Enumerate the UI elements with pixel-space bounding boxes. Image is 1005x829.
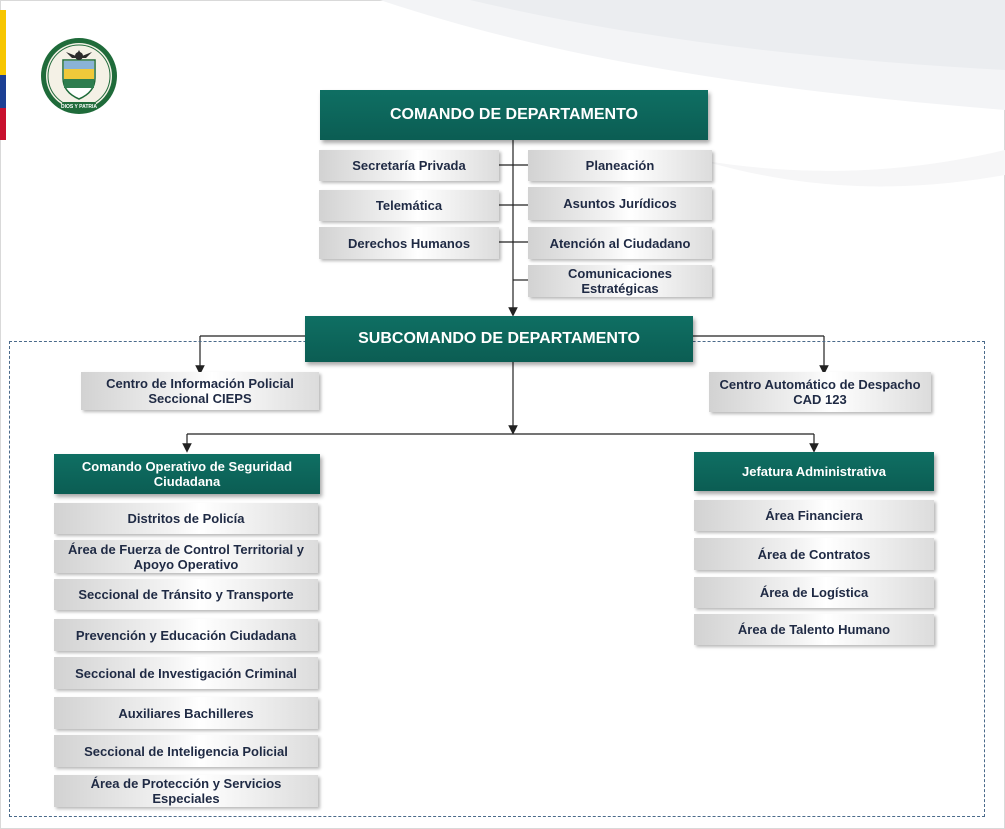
flag-blue-stripe <box>0 75 6 108</box>
operativo-unit-5: Seccional de Investigación Criminal <box>54 657 318 689</box>
operativo-unit-4: Prevención y Educación Ciudadana <box>54 619 318 651</box>
operativo-unit-6: Auxiliares Bachilleres <box>54 697 318 729</box>
staff-unit-left-3: Derechos Humanos <box>319 227 499 259</box>
staff-unit-left-2: Telemática <box>319 190 499 221</box>
cad123-box: Centro Automático de Despacho CAD 123 <box>709 372 931 412</box>
administrativa-unit-2: Área de Contratos <box>694 538 934 570</box>
operativo-unit-7: Seccional de Inteligencia Policial <box>54 735 318 767</box>
comando-departamento-box: COMANDO DE DEPARTAMENTO <box>320 90 708 140</box>
staff-unit-left-1: Secretaría Privada <box>319 150 499 181</box>
police-shield-logo: DIOS Y PATRIA <box>41 38 117 114</box>
staff-unit-right-3: Atención al Ciudadano <box>528 227 712 259</box>
operativo-unit-1: Distritos de Policía <box>54 503 318 534</box>
subcomando-departamento-box: SUBCOMANDO DE DEPARTAMENTO <box>305 316 693 362</box>
cieps-box: Centro de Información Policial Seccional… <box>81 372 319 410</box>
staff-unit-right-2: Asuntos Jurídicos <box>528 187 712 220</box>
staff-unit-right-1: Planeación <box>528 150 712 181</box>
operativo-unit-2: Área de Fuerza de Control Territorial y … <box>54 540 318 573</box>
operativo-unit-8: Área de Protección y Servicios Especiale… <box>54 775 318 807</box>
flag-yellow-stripe <box>0 10 6 75</box>
administrativa-unit-4: Área de Talento Humano <box>694 614 934 645</box>
logo-motto: DIOS Y PATRIA <box>61 104 97 110</box>
administrativa-unit-3: Área de Logística <box>694 577 934 608</box>
flag-red-stripe <box>0 108 6 140</box>
comando-operativo-box: Comando Operativo de Seguridad Ciudadana <box>54 454 320 494</box>
jefatura-administrativa-box: Jefatura Administrativa <box>694 452 934 491</box>
staff-unit-right-4: Comunicaciones Estratégicas <box>528 265 712 297</box>
administrativa-unit-1: Área Financiera <box>694 500 934 531</box>
operativo-unit-3: Seccional de Tránsito y Transporte <box>54 579 318 610</box>
